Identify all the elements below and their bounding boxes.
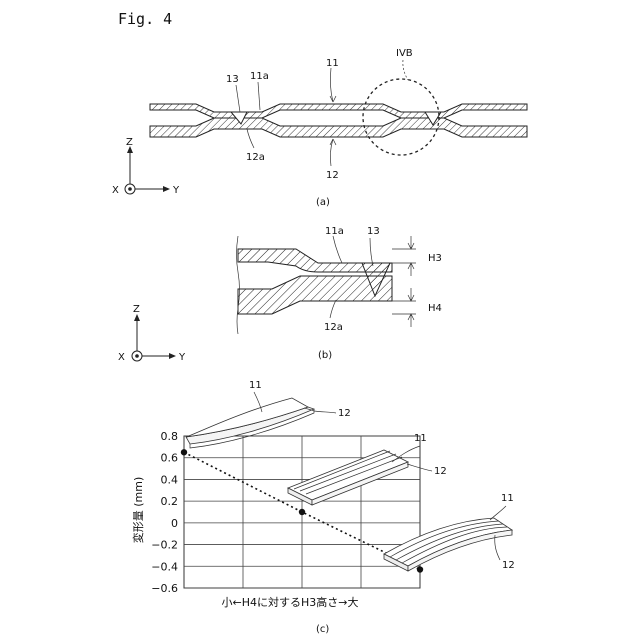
axis-z: Z <box>126 137 133 148</box>
label-h4: H4 <box>428 303 442 314</box>
part-sketch-top <box>186 398 314 448</box>
leader-11a-b <box>333 236 342 263</box>
label-11: 11 <box>326 58 339 69</box>
chart-y-label: 変形量 (mm) <box>131 477 145 544</box>
leader-ivb <box>403 60 408 80</box>
leader-13 <box>236 85 240 112</box>
sheet-11-upper <box>150 104 527 118</box>
axis-y: Y <box>172 185 180 196</box>
axis-x-b: X <box>118 352 125 363</box>
part-label-11-mid: 11 <box>414 433 427 444</box>
y-tick-label: −0.2 <box>151 539 178 552</box>
label-11a: 11a <box>250 71 269 82</box>
chart-y-ticks: 0.8 0.6 0.4 0.2 0 −0.2 −0.4 −0.6 <box>151 430 178 595</box>
label-11a-b: 11a <box>325 226 344 237</box>
axis-z-b: Z <box>133 304 140 315</box>
chart-x-label: 小←H4に対するH3高さ→大 <box>222 595 359 609</box>
part-label-11-bot: 11 <box>501 493 514 504</box>
label-ivb: IVB <box>396 48 413 59</box>
axis-x: X <box>112 185 119 196</box>
panel-b: 11a 13 H3 H4 12a Z X Y (b) <box>118 226 442 363</box>
label-12: 12 <box>326 170 339 181</box>
caption-a: (a) <box>316 197 330 208</box>
caption-b: (b) <box>318 350 332 361</box>
y-tick-label: 0.2 <box>161 495 179 508</box>
leader-12a <box>247 129 254 148</box>
figure-title: Fig. 4 <box>118 10 172 28</box>
dim-h3-top <box>408 236 414 249</box>
part-label-11-top: 11 <box>249 380 262 391</box>
panel-a: 13 11a 11 IVB 12a 12 Z X Y (a) <box>112 48 527 208</box>
dim-h4-bottom <box>408 314 414 327</box>
leader-12a-b <box>330 300 336 318</box>
axes-triad-b: Z X Y <box>118 304 186 363</box>
part-sketch-bottom <box>384 518 512 571</box>
y-tick-label: 0 <box>171 517 178 530</box>
y-tick-label: 0.6 <box>161 452 179 465</box>
data-point <box>417 566 423 572</box>
sheet-12-lower <box>150 118 527 137</box>
part-label-12-bot: 12 <box>502 560 515 571</box>
label-13-b: 13 <box>367 226 380 237</box>
y-tick-label: −0.4 <box>151 560 178 573</box>
leader-p12-bot <box>495 535 500 560</box>
axis-y-b: Y <box>178 352 186 363</box>
dim-h4-top <box>408 288 414 301</box>
y-tick-label: 0.8 <box>161 430 179 443</box>
label-h3: H3 <box>428 253 442 264</box>
part-sketch-mid <box>288 450 408 505</box>
dim-h3-bottom <box>408 263 414 276</box>
data-point <box>299 509 305 515</box>
y-tick-label: 0.4 <box>161 473 179 486</box>
caption-c: (c) <box>316 624 329 635</box>
leader-13-b <box>370 238 373 266</box>
part-label-12-mid: 12 <box>434 466 447 477</box>
data-point <box>181 449 187 455</box>
label-13: 13 <box>226 74 239 85</box>
label-12a: 12a <box>246 152 265 163</box>
leader-p12-top <box>314 411 336 413</box>
leader-11a <box>258 82 260 110</box>
axes-triad-a: Z X Y <box>112 137 180 196</box>
panel-c: 0.80.60.40.20−0.2−0.4−0.6 11 1 <box>131 380 515 635</box>
leader-p11-bot <box>490 506 506 520</box>
y-tick-label: −0.6 <box>151 582 178 595</box>
part-label-12-top: 12 <box>338 408 351 419</box>
label-12a-b: 12a <box>324 322 343 333</box>
